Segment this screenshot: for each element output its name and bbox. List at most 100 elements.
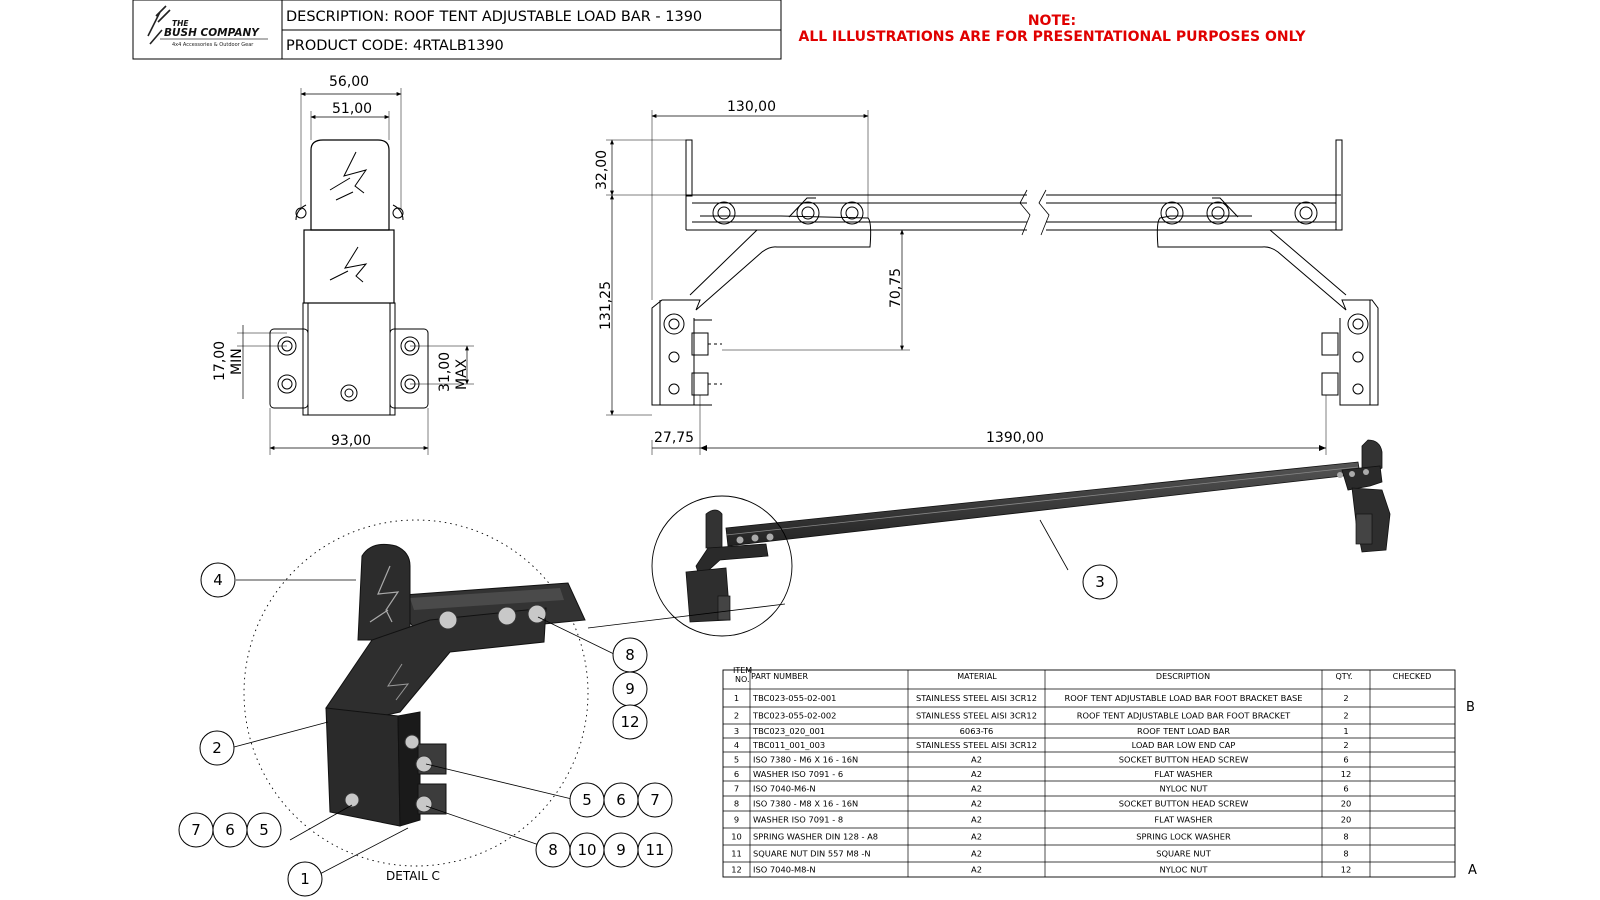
dim-width-outer: 56,00 [329, 74, 369, 90]
bom-cell-item: 8 [734, 799, 739, 809]
note-text: ALL ILLUSTRATIONS ARE FOR PRESENTATIONAL… [799, 29, 1307, 45]
bom-cell-material: A2 [971, 849, 982, 859]
bom-header-checked: CHECKED [1393, 672, 1432, 681]
zone-marker-b: B [1466, 700, 1475, 715]
bom-cell-description: ROOF TENT ADJUSTABLE LOAD BAR FOOT BRACK… [1064, 693, 1302, 703]
callout-3: 3 [1082, 564, 1118, 600]
dim-cap-height: 32,00 [594, 150, 610, 190]
bom-cell-qty: 12 [1341, 865, 1352, 875]
bom-cell-qty: 6 [1343, 755, 1348, 765]
bom-cell-qty: 2 [1343, 740, 1348, 750]
bom-cell-part-number: TBC023_020_001 [752, 726, 825, 736]
svg-text:11: 11 [645, 841, 664, 859]
callout-2: 2 [199, 730, 235, 766]
bom-cell-item: 4 [734, 740, 739, 750]
bom-cell-item: 2 [734, 711, 739, 721]
svg-text:1: 1 [300, 870, 310, 888]
svg-text:3: 3 [1095, 573, 1105, 591]
bom-cell-qty: 6 [1343, 784, 1348, 794]
end-view-dimensions: 56,00 51,00 93,00 17,00 MIN 31,00 MAX [212, 74, 470, 449]
bom-header-item-1: ITEM [733, 666, 752, 675]
bom-cell-part-number: ISO 7380 - M8 X 16 - 16N [753, 799, 858, 809]
bom-cell-material: STAINLESS STEEL AISI 3CR12 [916, 711, 1037, 721]
bom-cell-item: 12 [731, 865, 742, 875]
svg-text:2: 2 [212, 739, 222, 757]
callout-7: 7 [637, 782, 673, 818]
bom-header-qty: QTY. [1336, 672, 1353, 681]
svg-text:9: 9 [625, 680, 635, 698]
callout-12: 12 [612, 704, 648, 740]
callout-11: 11 [637, 832, 673, 868]
dim-foot-offset: 27,75 [654, 430, 694, 446]
svg-text:7: 7 [650, 791, 660, 809]
bom-cell-description: LOAD BAR LOW END CAP [1132, 740, 1236, 750]
bom-cell-qty: 8 [1343, 849, 1348, 859]
dim-slot-max: 31,00 [437, 352, 453, 392]
callout-6: 6 [212, 812, 248, 848]
bom-cell-description: ROOF TENT ADJUSTABLE LOAD BAR FOOT BRACK… [1077, 711, 1291, 721]
bom-header-item-2: NO. [735, 675, 750, 684]
callout-8: 8 [612, 637, 648, 673]
product-code: PRODUCT CODE: 4RTALB1390 [286, 38, 504, 54]
bom-cell-item: 3 [734, 726, 739, 736]
bom-cell-description: NYLOC NUT [1160, 865, 1209, 875]
svg-text:5: 5 [582, 791, 592, 809]
bom-cell-material: STAINLESS STEEL AISI 3CR12 [916, 693, 1037, 703]
bom-cell-qty: 1 [1343, 726, 1348, 736]
bom-cell-part-number: WASHER ISO 7091 - 6 [753, 769, 843, 779]
front-view [606, 110, 1379, 455]
detail-c: DETAIL C [233, 519, 1069, 883]
bom-cell-material: A2 [971, 815, 982, 825]
bom-cell-material: STAINLESS STEEL AISI 3CR12 [916, 740, 1037, 750]
svg-text:6: 6 [616, 791, 626, 809]
callout-10: 10 [569, 832, 605, 868]
svg-text:5: 5 [259, 821, 269, 839]
bom-cell-qty: 2 [1343, 693, 1348, 703]
svg-text:8: 8 [625, 646, 635, 664]
svg-text:8: 8 [548, 841, 558, 859]
svg-text:7: 7 [191, 821, 201, 839]
callout-9: 9 [612, 671, 648, 707]
bom-cell-part-number: ISO 7040-M8-N [753, 865, 816, 875]
company-logo: THE BUSH COMPANY 4x4 Accessories & Outdo… [147, 5, 268, 48]
bom-cell-qty: 20 [1341, 815, 1352, 825]
bom-cell-description: ROOF TENT LOAD BAR [1137, 726, 1230, 736]
bom-header-part-number: PART NUMBER [751, 672, 808, 681]
bom-cell-part-number: SQUARE NUT DIN 557 M8 -N [753, 849, 871, 859]
bom-cell-item: 7 [734, 784, 739, 794]
note-heading: NOTE: [1028, 13, 1076, 29]
title-block: THE BUSH COMPANY 4x4 Accessories & Outdo… [132, 0, 782, 60]
end-view [237, 88, 474, 455]
callout-5: 5 [569, 782, 605, 818]
bom-cell-item: 9 [734, 815, 739, 825]
svg-text:10: 10 [577, 841, 596, 859]
bom-cell-description: FLAT WASHER [1154, 769, 1212, 779]
bom-cell-item: 5 [734, 755, 739, 765]
bom-cell-qty: 12 [1341, 769, 1352, 779]
bom-cell-part-number: SPRING WASHER DIN 128 - A8 [753, 832, 878, 842]
callout-9: 9 [603, 832, 639, 868]
bom-cell-material: A2 [971, 799, 982, 809]
callout-5: 5 [246, 812, 282, 848]
bom-cell-description: SOCKET BUTTON HEAD SCREW [1119, 755, 1249, 765]
dim-slot-min-label: MIN [229, 348, 245, 375]
bom-cell-material: A2 [971, 769, 982, 779]
bom-cell-description: NYLOC NUT [1160, 784, 1209, 794]
bom-header-description: DESCRIPTION [1156, 672, 1210, 681]
svg-text:6: 6 [225, 821, 235, 839]
bom-cell-description: SQUARE NUT [1156, 849, 1211, 859]
dim-bar-clearance: 70,75 [888, 268, 904, 308]
logo-line1: THE [172, 19, 189, 28]
